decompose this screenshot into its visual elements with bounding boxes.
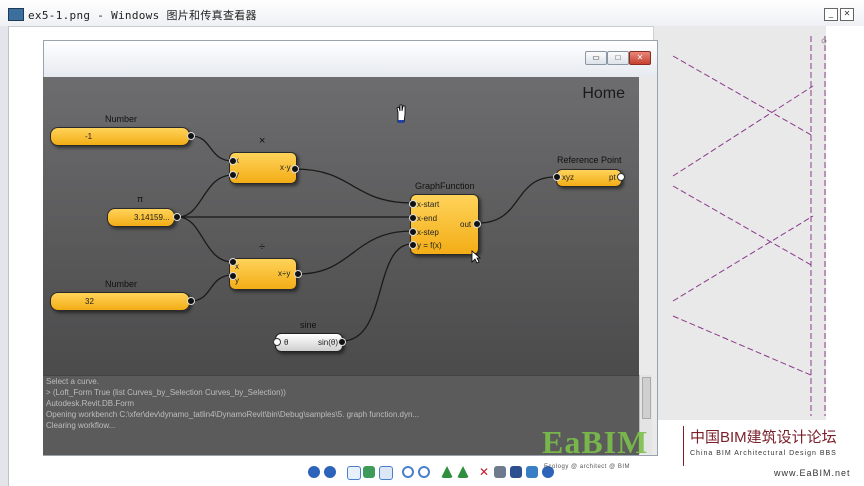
- refpoint-port-xyz[interactable]: [553, 173, 561, 181]
- arrow-cursor-icon: [471, 250, 481, 264]
- window-titlebar: ex5-1.png - Windows 图片和传真查看器 _ ✕: [0, 0, 864, 27]
- watermark-divider: [683, 426, 684, 466]
- number-node-title: Number: [105, 114, 138, 124]
- multiply-port-out[interactable]: [291, 165, 299, 173]
- divide-input-x: x: [235, 262, 239, 271]
- divide-port-y[interactable]: [229, 272, 237, 280]
- multiply-port-y[interactable]: [229, 171, 237, 179]
- console-line-2: > (Loft_Form True (list Curves_by_Select…: [46, 388, 286, 397]
- graph-port-xstep[interactable]: [409, 228, 417, 236]
- node-canvas[interactable]: Home Number -1 π 3.14159... Number 32 × …: [43, 77, 639, 375]
- image-viewer-icon: [8, 8, 24, 21]
- eabim-cn-title: 中国BIM建筑设计论坛: [690, 429, 837, 446]
- sine-port-theta[interactable]: [273, 338, 281, 346]
- refpoint-output-pt: pt: [609, 173, 616, 182]
- minimize-button[interactable]: _: [824, 8, 838, 21]
- pi-output-port[interactable]: [173, 213, 181, 221]
- number-output-port[interactable]: [187, 132, 195, 140]
- console-line-3: Autodesk.Revit.DB.Form: [46, 399, 135, 408]
- graph-input-fx: y = f(x): [417, 241, 442, 250]
- prev-icon[interactable]: [308, 466, 320, 478]
- actual-size-icon[interactable]: [363, 466, 375, 478]
- divide-input-y: y: [235, 276, 239, 285]
- graphfunction-node[interactable]: x-start x-end x-step y = f(x) out: [410, 194, 479, 255]
- edit-icon[interactable]: [526, 466, 538, 478]
- rotate-counterclockwise-icon[interactable]: [457, 466, 469, 478]
- sine-output: sin(θ): [318, 338, 339, 347]
- divide-node-title: ÷: [259, 241, 266, 253]
- graph-input-xend: x-end: [417, 214, 438, 223]
- graph-input-xstep: x-step: [417, 228, 439, 237]
- divide-node[interactable]: x y x÷y: [229, 258, 297, 290]
- graph-port-xend[interactable]: [409, 214, 417, 222]
- sine-node[interactable]: θ sin(θ): [275, 333, 343, 352]
- pi-node-title: π: [137, 194, 144, 204]
- number-output-port-2[interactable]: [187, 297, 195, 305]
- dynamo-close-button[interactable]: ✕: [629, 51, 651, 65]
- dynamo-titlebar: ▭ □ ✕: [44, 41, 657, 77]
- background-view-panel: [653, 26, 827, 420]
- zoom-out-icon[interactable]: [418, 466, 430, 478]
- connector-wires: [177, 135, 556, 342]
- multiply-input-y: y: [235, 170, 239, 179]
- hand-cursor-icon: [396, 104, 406, 123]
- graph-port-out[interactable]: [473, 220, 481, 228]
- reference-point-node[interactable]: xyz pt: [556, 169, 622, 187]
- pi-node-value: 3.14159...: [134, 213, 170, 222]
- console-line-1: Select a curve.: [46, 377, 99, 386]
- multiply-port-x[interactable]: [229, 157, 237, 165]
- scrollbar-thumb[interactable]: [642, 377, 651, 419]
- window-title: ex5-1.png - Windows 图片和传真查看器: [28, 9, 257, 22]
- revit-dashed-geometry: [672, 36, 827, 416]
- sine-node-title: sine: [300, 320, 317, 330]
- graph-output: out: [460, 220, 472, 229]
- divide-port-out[interactable]: [294, 270, 302, 278]
- sine-port-out[interactable]: [338, 338, 346, 346]
- eabim-url: www.EaBIM.net: [774, 468, 851, 478]
- multiply-input-x: x: [235, 156, 239, 165]
- delete-icon[interactable]: ✕: [478, 465, 490, 479]
- sine-input-theta: θ: [284, 338, 289, 347]
- refpoint-input-xyz: xyz: [562, 173, 574, 182]
- multiply-node[interactable]: x y x·y: [229, 152, 297, 184]
- slideshow-icon[interactable]: [379, 466, 393, 480]
- close-button[interactable]: ✕: [840, 8, 854, 21]
- multiply-output: x·y: [280, 163, 291, 172]
- divide-port-x[interactable]: [229, 258, 237, 266]
- save-icon[interactable]: [510, 466, 522, 478]
- graph-port-fx[interactable]: [409, 241, 417, 249]
- pi-node[interactable]: 3.14159...: [107, 208, 175, 227]
- console-scrollbar[interactable]: [639, 375, 652, 454]
- help-icon[interactable]: [542, 466, 554, 478]
- number-node-title-2: Number: [105, 279, 138, 289]
- graph-port-xstart[interactable]: [409, 200, 417, 208]
- eabim-logo: EaBIM: [542, 424, 649, 460]
- reference-point-node-title: Reference Point: [557, 155, 622, 165]
- refpoint-port-pt[interactable]: [617, 173, 625, 181]
- zoom-in-icon[interactable]: [402, 466, 414, 478]
- background-view-margin: [826, 26, 864, 420]
- print-icon[interactable]: [494, 466, 506, 478]
- number-node-value-2: 32: [85, 297, 94, 306]
- divide-output: x÷y: [278, 269, 291, 278]
- number-node-1[interactable]: -1: [50, 127, 190, 146]
- rotate-clockwise-icon[interactable]: [441, 466, 453, 478]
- number-node-value: -1: [85, 132, 93, 141]
- dynamo-minimize-button[interactable]: ▭: [585, 51, 607, 65]
- dynamo-maximize-button[interactable]: □: [607, 51, 629, 65]
- multiply-node-title: ×: [259, 135, 266, 147]
- graph-input-xstart: x-start: [417, 200, 440, 209]
- console-line-5: Clearing workflow...: [46, 421, 116, 430]
- eabim-en-title: China BIM Architectural Design BBS: [690, 450, 837, 457]
- console-output: Select a curve. > (Loft_Form True (list …: [43, 375, 639, 455]
- left-border: [0, 26, 9, 486]
- number-node-2[interactable]: 32: [50, 292, 190, 311]
- console-line-4: Opening workbench C:\xfer\dev\dynamo_tat…: [46, 410, 420, 419]
- next-icon[interactable]: [324, 466, 336, 478]
- workspace-title: Home: [582, 85, 625, 102]
- graphfunction-node-title: GraphFunction: [415, 181, 475, 191]
- eabim-watermark: EaBIM Ecology @ architect @ BIM 中国BIM建筑设…: [542, 420, 864, 486]
- eabim-tagline: Ecology @ architect @ BIM: [544, 464, 631, 470]
- best-fit-icon[interactable]: [347, 466, 361, 480]
